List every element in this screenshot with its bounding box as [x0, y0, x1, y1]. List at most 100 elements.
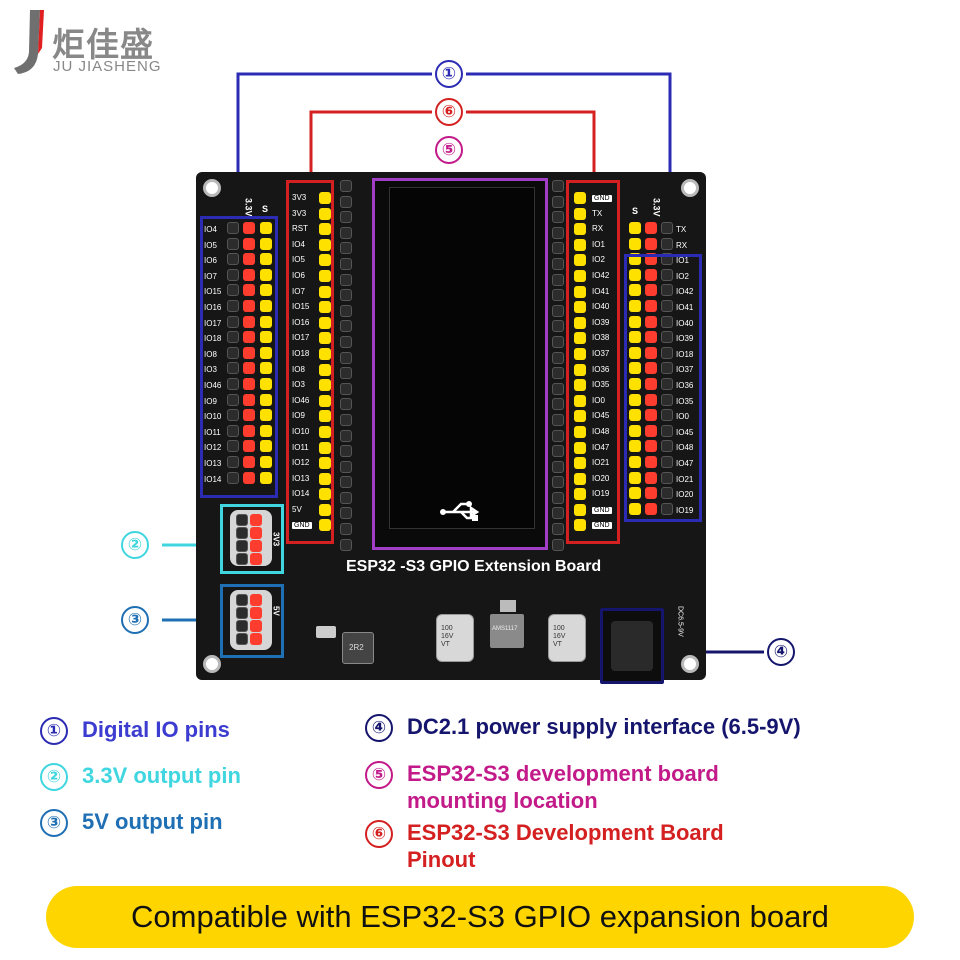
pin-label: IO16 [204, 302, 222, 312]
usb-icon [440, 501, 480, 521]
header-pin [574, 379, 586, 392]
header-pin [243, 331, 255, 344]
header-pin [552, 289, 564, 302]
right-devboard-yellow-column [573, 192, 587, 535]
pin-label: IO46 [292, 395, 310, 405]
header-pin [574, 238, 586, 251]
legend-item-2: ② 3.3V output pin [40, 763, 340, 793]
voltage-regulator: AMS1117 [490, 600, 526, 660]
header-pin [243, 299, 255, 312]
header-pin [243, 424, 255, 437]
header-pin [661, 471, 673, 484]
pin-label: IO38 [592, 333, 610, 343]
header-pin [340, 335, 352, 348]
legend-text-6-line-2: Pinout [407, 847, 476, 872]
v33-output-label: 3V3 [271, 532, 281, 547]
header-pin [340, 257, 352, 270]
header-pin [236, 527, 248, 539]
header-pin [227, 315, 239, 328]
devboard-pinout-left-frame [286, 180, 334, 544]
header-pin [236, 553, 248, 565]
header-pin [552, 460, 564, 473]
header-pin [260, 284, 272, 297]
left-devboard-yellow-column [318, 192, 332, 535]
header-pin [319, 301, 331, 314]
pin-label: IO12 [292, 458, 310, 468]
header-pin [319, 285, 331, 298]
devboard-pinout-right-frame [566, 180, 620, 544]
header-pin [574, 207, 586, 220]
header-pin [260, 362, 272, 375]
legend-marker-6: ⑥ [365, 820, 393, 848]
header-pin [661, 393, 673, 406]
header-pin [645, 502, 657, 515]
header-pin [552, 273, 564, 286]
pin-label: IO20 [592, 473, 610, 483]
legend-text-6: ESP32-S3 Development Board Pinout [407, 819, 724, 873]
callout-marker-2: ② [121, 531, 149, 559]
header-pin [552, 445, 564, 458]
pin-label: IO42 [676, 287, 694, 297]
header-pin [552, 320, 564, 333]
header-pin [340, 180, 352, 192]
header-pin [340, 367, 352, 380]
pin-label: IO8 [292, 364, 305, 374]
pin-label: RX [592, 224, 604, 234]
header-pin [552, 367, 564, 380]
power-inductor: 2R2 [342, 632, 374, 664]
header-pin [340, 398, 352, 411]
header-pin [243, 409, 255, 422]
pin-label: IO1 [676, 256, 689, 266]
header-pin [645, 455, 657, 468]
header-pin [574, 223, 586, 236]
header-pin [645, 377, 657, 390]
smd-diode [316, 626, 336, 638]
header-pin [661, 455, 673, 468]
header-pin [645, 268, 657, 281]
devboard-mounting-location [372, 178, 548, 550]
header-pin [552, 304, 564, 317]
right-red-pin-column [644, 222, 658, 518]
header-pin [340, 413, 352, 426]
header-pin [250, 540, 262, 552]
header-pin [250, 607, 262, 619]
header-pin [236, 620, 248, 632]
header-pin [340, 351, 352, 364]
pin-label: GND [292, 517, 312, 533]
header-pin [319, 472, 331, 485]
header-pin [629, 222, 641, 234]
pin-label: IO48 [592, 426, 610, 436]
header-pin [319, 441, 331, 454]
pin-label: IO2 [676, 271, 689, 281]
header-pin [227, 377, 239, 390]
callout-marker-1: ① [435, 60, 463, 88]
capacitor-2-label: 100 16V VT [553, 625, 566, 648]
electrolytic-capacitor-2: 100 16V VT [548, 614, 586, 662]
header-pin [645, 331, 657, 344]
pin-label: IO46 [204, 380, 222, 390]
pin-label: IO0 [592, 395, 605, 405]
header-pin [661, 284, 673, 297]
header-pin [645, 424, 657, 437]
header-pin [260, 393, 272, 406]
pin-label: IO40 [676, 318, 694, 328]
pin-label: IO1 [592, 239, 605, 249]
pin-label: IO45 [676, 427, 694, 437]
legend-text-5-line-1: ESP32-S3 development board [407, 761, 719, 786]
header-pin [574, 347, 586, 360]
header-pin [340, 476, 352, 489]
header-pin [319, 363, 331, 376]
gnd-tag: GND [292, 522, 312, 530]
electrolytic-capacitor-1: 100 16V VT [436, 614, 474, 662]
header-pin [340, 538, 352, 551]
pin-label: IO6 [204, 256, 217, 266]
header-pin [574, 301, 586, 314]
digital-io-pins-left-frame [200, 216, 278, 498]
header-pin [629, 424, 641, 437]
header-pin [250, 514, 262, 526]
header-pin [629, 487, 641, 500]
header-pin [661, 424, 673, 437]
